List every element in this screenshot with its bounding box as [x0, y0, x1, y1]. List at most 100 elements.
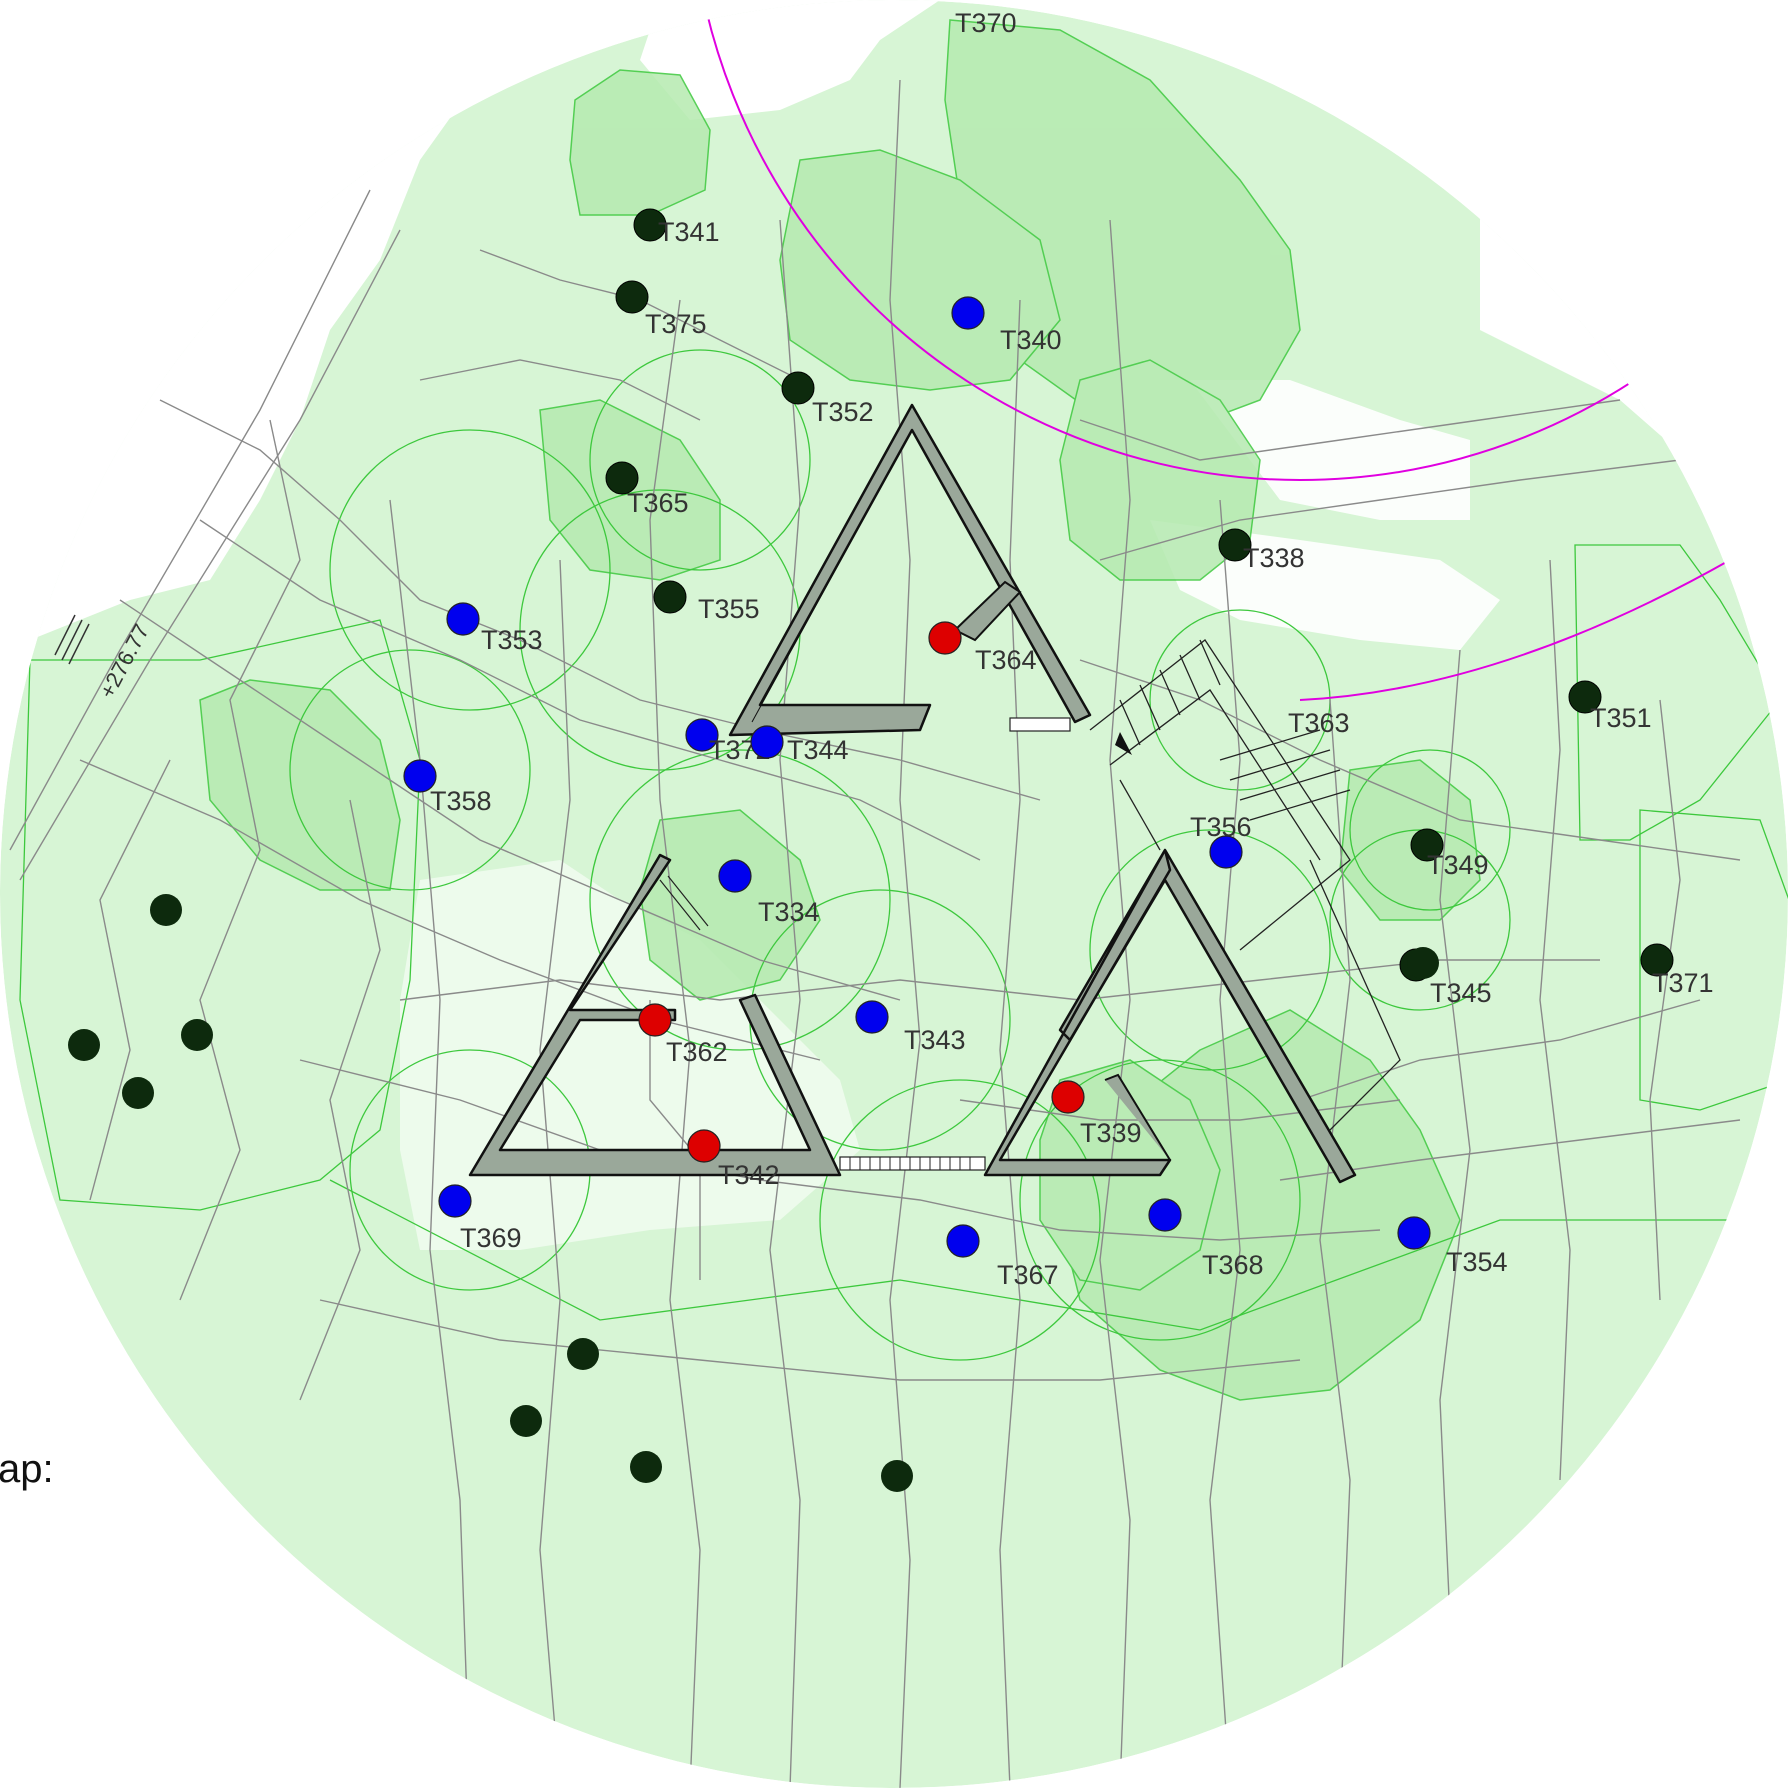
- tree-marker[interactable]: [653, 580, 687, 614]
- tree-t363[interactable]: T363: [1288, 708, 1350, 738]
- boardwalk-hatch: [849, 1157, 971, 1170]
- tree-marker[interactable]: [750, 725, 784, 759]
- tree-t370[interactable]: T370: [955, 8, 1017, 38]
- tree-t338[interactable]: T338: [1218, 528, 1305, 573]
- tree-label: T354: [1446, 1247, 1508, 1277]
- tree-marker[interactable]: [781, 371, 815, 405]
- tree-marker[interactable]: [946, 1224, 980, 1258]
- unlabeled-trees-layer: [68, 894, 1439, 1492]
- tree-t368[interactable]: T368: [1148, 1198, 1264, 1280]
- tree-marker[interactable]: [1568, 680, 1602, 714]
- unlabeled-tree-marker[interactable]: [181, 1019, 213, 1051]
- unlabeled-tree-marker[interactable]: [510, 1405, 542, 1437]
- deck-stairs: [1089, 639, 1401, 1131]
- tree-label: T338: [1243, 543, 1305, 573]
- tree-label: T365: [627, 488, 689, 518]
- tree-t353[interactable]: T353: [446, 602, 543, 655]
- boardwalk-west: [659, 875, 709, 931]
- tree-label: T339: [1080, 1118, 1142, 1148]
- tpz-circle: [689, 0, 1788, 481]
- tree-t364[interactable]: T364: [928, 621, 1037, 675]
- tree-marker[interactable]: [1397, 1216, 1431, 1250]
- tree-t340[interactable]: T340: [951, 296, 1062, 355]
- tree-label: T341: [658, 217, 720, 247]
- tree-t339[interactable]: T339: [1051, 1080, 1142, 1148]
- tree-t369[interactable]: T369: [438, 1184, 522, 1253]
- tree-t343[interactable]: T343: [855, 1000, 966, 1055]
- tree-t367[interactable]: T367: [946, 1224, 1059, 1290]
- tree-label: T345: [1430, 978, 1492, 1008]
- tree-t344[interactable]: T344: [750, 725, 849, 765]
- tree-t365[interactable]: T365: [605, 461, 689, 518]
- tree-label: T352: [812, 397, 874, 427]
- tree-marker[interactable]: [605, 461, 639, 495]
- tree-label: T340: [1000, 325, 1062, 355]
- tree-marker[interactable]: [951, 296, 985, 330]
- tree-t358[interactable]: T358: [403, 759, 492, 816]
- unlabeled-tree-marker[interactable]: [1407, 947, 1439, 979]
- tree-marker[interactable]: [1209, 835, 1243, 869]
- tree-t351[interactable]: T351: [1568, 680, 1652, 733]
- trees-layer: T370T341T375T340T352T365T338T355T353T364…: [403, 8, 1714, 1290]
- tree-marker[interactable]: [685, 718, 719, 752]
- tree-label: T367: [997, 1260, 1059, 1290]
- tree-t342[interactable]: T342: [687, 1129, 780, 1190]
- tree-t352[interactable]: T352: [781, 371, 874, 427]
- tree-label: T364: [975, 645, 1037, 675]
- tree-marker[interactable]: [438, 1184, 472, 1218]
- tree-marker[interactable]: [446, 602, 480, 636]
- tree-marker[interactable]: [403, 759, 437, 793]
- tree-label: T355: [698, 594, 760, 624]
- unlabeled-tree-marker[interactable]: [567, 1338, 599, 1370]
- tree-label: T353: [481, 625, 543, 655]
- dense-canopy: [199, 19, 1481, 1401]
- tree-marker[interactable]: [1218, 528, 1252, 562]
- tree-label: T369: [460, 1223, 522, 1253]
- tree-marker[interactable]: [633, 208, 667, 242]
- tree-t375[interactable]: T375: [615, 280, 707, 339]
- tree-label: T356: [1190, 812, 1252, 842]
- tree-marker[interactable]: [718, 859, 752, 893]
- tree-t334[interactable]: T334: [718, 859, 820, 927]
- boardwalk-south: [839, 1156, 986, 1171]
- unlabeled-tree-marker[interactable]: [122, 1077, 154, 1109]
- unlabeled-tree-marker[interactable]: [881, 1460, 913, 1492]
- boardwalk-north: [1009, 717, 1071, 732]
- north-pod-inner: [751, 429, 913, 723]
- tree-label: T349: [1427, 850, 1489, 880]
- side-text: ap:: [0, 1447, 54, 1491]
- tree-marker[interactable]: [615, 280, 649, 314]
- entry-arrow: [1115, 732, 1132, 755]
- tree-t349[interactable]: T349: [1410, 828, 1489, 880]
- tree-marker[interactable]: [928, 621, 962, 655]
- tree-label: T343: [904, 1025, 966, 1055]
- tree-t362[interactable]: T362: [638, 1003, 728, 1067]
- tree-label: T342: [718, 1160, 780, 1190]
- tree-label: T371: [1652, 968, 1714, 998]
- tree-t371[interactable]: T371: [1640, 943, 1714, 998]
- tree-marker[interactable]: [687, 1129, 721, 1163]
- tree-marker[interactable]: [1640, 943, 1674, 977]
- tree-t354[interactable]: T354: [1397, 1216, 1508, 1277]
- tree-marker[interactable]: [855, 1000, 889, 1034]
- tree-marker[interactable]: [1410, 828, 1444, 862]
- tree-marker[interactable]: [638, 1003, 672, 1037]
- tpz-arc-east: [1299, 559, 1731, 701]
- tree-label: T351: [1590, 703, 1652, 733]
- east-pod-inner: [1104, 1073, 1171, 1161]
- tree-label: T368: [1202, 1250, 1264, 1280]
- tree-label: T334: [758, 897, 820, 927]
- tree-label: T344: [787, 735, 849, 765]
- tree-t341[interactable]: T341: [633, 208, 720, 247]
- unlabeled-tree-marker[interactable]: [150, 894, 182, 926]
- unlabeled-tree-marker[interactable]: [68, 1029, 100, 1061]
- tree-marker[interactable]: [1051, 1080, 1085, 1114]
- tree-label: T370: [955, 8, 1017, 38]
- canopy-outlines: [19, 349, 1788, 1361]
- tree-t355[interactable]: T355: [653, 580, 760, 624]
- unlabeled-tree-marker[interactable]: [630, 1451, 662, 1483]
- north-pod-spine: [953, 580, 1022, 642]
- tree-marker[interactable]: [1148, 1198, 1182, 1232]
- tree-t356[interactable]: T356: [1190, 812, 1252, 869]
